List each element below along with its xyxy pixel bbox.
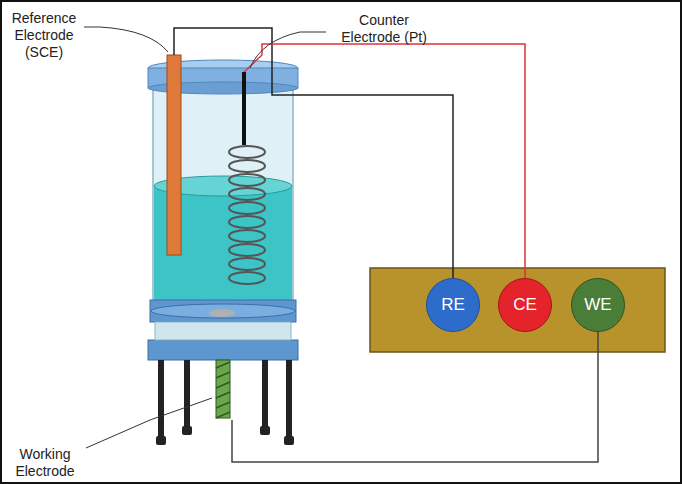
electrode-label: Working Electrode [4, 446, 86, 480]
terminal-circle: WE [571, 278, 625, 332]
terminal-label: WE [584, 295, 611, 315]
electrode-label: Counter Electrode (Pt) [328, 12, 440, 46]
terminal-label: CE [513, 295, 537, 315]
terminal-label: RE [441, 295, 465, 315]
terminal-circle: RE [426, 278, 480, 332]
electrode-label: Reference Electrode (SCE) [4, 10, 84, 61]
terminal-circle: CE [498, 278, 552, 332]
